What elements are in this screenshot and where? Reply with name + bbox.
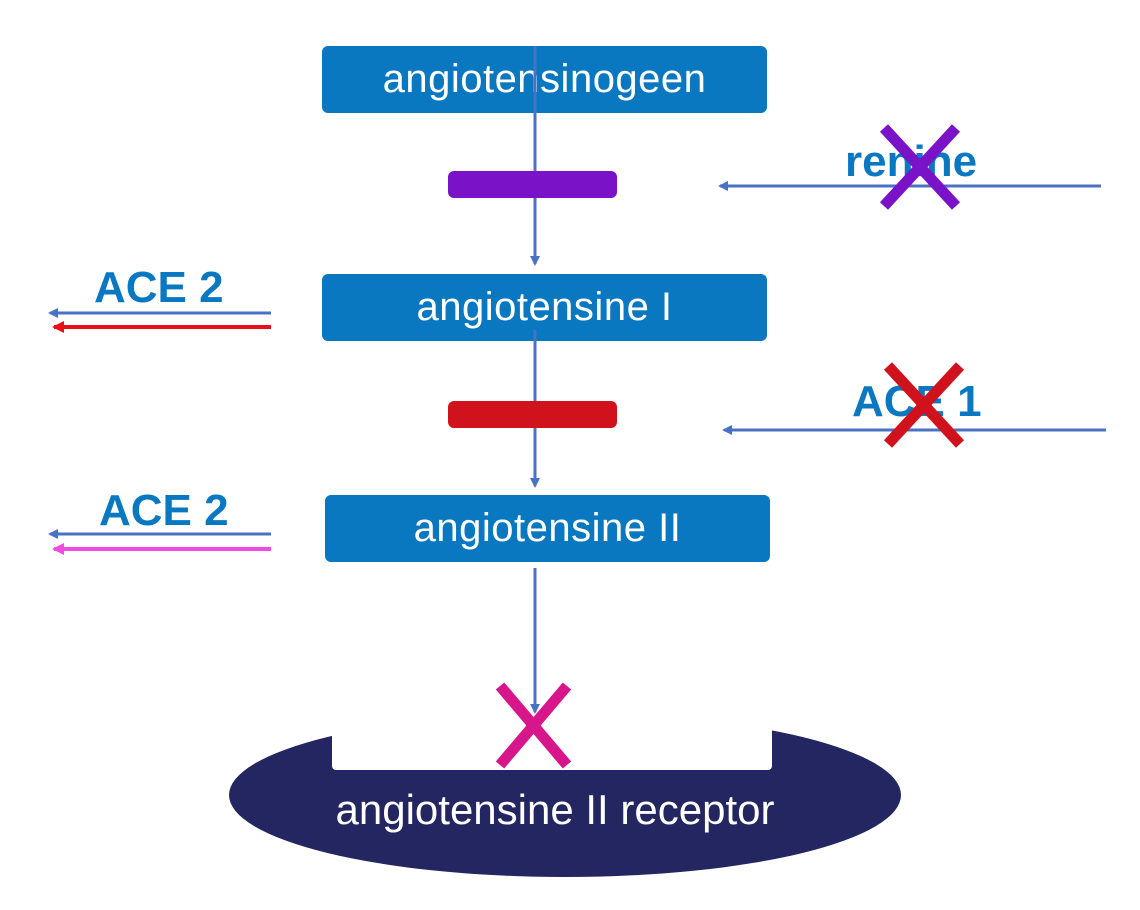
receptor-label: angiotensine II receptor — [335, 786, 775, 833]
x-renine-icon — [879, 124, 961, 210]
ace2-label-top: ACE 2 — [94, 263, 224, 312]
angiotensine-1-label: angiotensine I — [416, 285, 673, 329]
renine-block — [448, 171, 617, 198]
ace1-block — [448, 401, 617, 428]
angiotensinogeen-label: angiotensinogeen — [382, 57, 707, 101]
box-angiotensine-2: angiotensine II — [325, 495, 770, 562]
box-angiotensinogeen: angiotensinogeen — [322, 46, 767, 113]
x-ace1-icon — [883, 362, 965, 448]
ace2-label-bottom: ACE 2 — [99, 486, 229, 535]
angiotensine-2-label: angiotensine II — [413, 506, 682, 550]
box-angiotensine-1: angiotensine I — [322, 274, 767, 341]
x-receptor-icon — [495, 682, 572, 769]
